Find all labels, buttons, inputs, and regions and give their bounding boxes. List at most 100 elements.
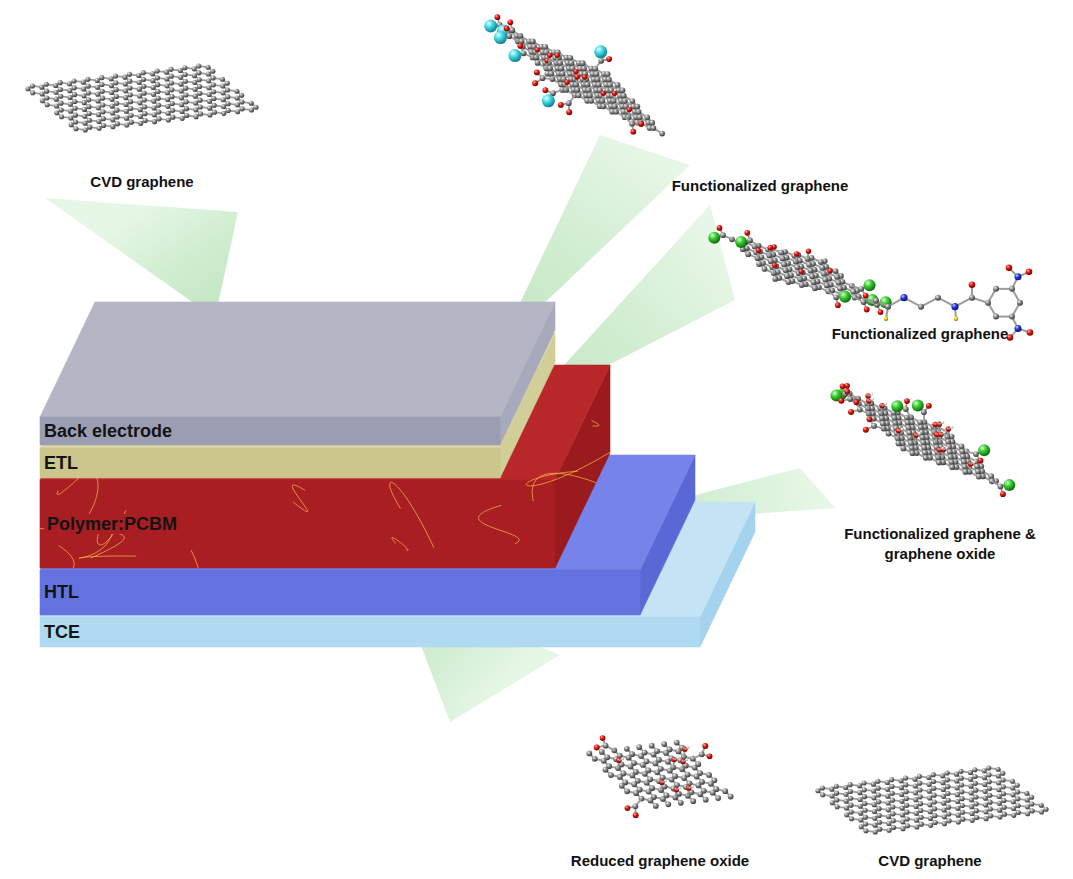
hydrogen-atom bbox=[687, 746, 690, 749]
graphene-sheet bbox=[484, 14, 665, 136]
oxygen-atom bbox=[534, 70, 540, 76]
carbon-atom bbox=[619, 783, 625, 789]
carbon-atom bbox=[637, 114, 643, 120]
carbon-atom bbox=[557, 60, 563, 66]
carbon-atom bbox=[136, 73, 141, 78]
carbon-atom bbox=[601, 758, 607, 764]
carbon-atom bbox=[83, 127, 88, 132]
carbon-atom bbox=[506, 33, 512, 39]
carbon-atom bbox=[40, 91, 45, 96]
carbon-atom bbox=[127, 85, 132, 90]
carbon-atom bbox=[615, 82, 621, 88]
carbon-atom bbox=[164, 83, 169, 88]
oxygen-atom bbox=[672, 757, 677, 762]
carbon-atom bbox=[896, 441, 902, 447]
carbon-atom bbox=[592, 756, 598, 762]
functional-atom bbox=[638, 121, 644, 127]
carbon-atom bbox=[114, 108, 119, 113]
carbon-atom bbox=[193, 100, 198, 105]
hydrogen-atom bbox=[884, 402, 887, 405]
carbon-atom bbox=[184, 106, 189, 111]
oxygen-atom bbox=[866, 398, 871, 403]
carbon-atom bbox=[142, 111, 147, 116]
carbon-atom bbox=[128, 106, 133, 111]
carbon-atom bbox=[690, 798, 696, 804]
carbon-atom bbox=[113, 73, 118, 78]
carbon-atom bbox=[644, 780, 650, 786]
oxygen-atom bbox=[674, 787, 679, 792]
oxygen-atom bbox=[582, 74, 587, 79]
carbon-atom bbox=[68, 102, 73, 107]
carbon-atom bbox=[756, 261, 762, 267]
carbon-atom bbox=[67, 88, 72, 93]
carbon-atom bbox=[197, 91, 202, 96]
carbon-atom bbox=[95, 92, 100, 97]
carbon-atom bbox=[581, 66, 587, 72]
carbon-atom bbox=[593, 71, 599, 77]
hydrogen-atom bbox=[664, 779, 667, 782]
functional-groups bbox=[830, 383, 1015, 497]
functional-atom bbox=[708, 232, 720, 244]
carbon-atom bbox=[836, 280, 842, 286]
carbon-atom bbox=[82, 114, 87, 119]
carbon-atom bbox=[834, 274, 840, 280]
carbon-atom bbox=[585, 82, 591, 88]
carbon-atom bbox=[603, 767, 609, 773]
carbon-atom bbox=[781, 262, 787, 268]
carbon-atom bbox=[166, 117, 171, 122]
oxygen-atom bbox=[630, 129, 636, 135]
carbon-atom bbox=[651, 752, 657, 758]
oxygen-atom bbox=[543, 87, 549, 93]
functional-atom bbox=[978, 444, 990, 456]
carbon-atom bbox=[170, 94, 175, 99]
carbon-atom bbox=[728, 794, 734, 800]
carbon-atom bbox=[44, 82, 49, 87]
carbon-atom bbox=[786, 279, 792, 285]
carbon-atom bbox=[858, 286, 864, 292]
carbon-atom bbox=[681, 775, 687, 781]
carbon-atom bbox=[68, 115, 73, 120]
carbon-atom bbox=[58, 94, 63, 99]
carbon-atom bbox=[784, 273, 790, 279]
carbon-atom bbox=[169, 74, 174, 79]
carbon-atom bbox=[699, 751, 705, 757]
carbon-atom bbox=[909, 445, 915, 451]
carbon-atom bbox=[833, 268, 839, 274]
carbon-atom bbox=[648, 798, 654, 804]
carbon-atom bbox=[100, 89, 105, 94]
carbon-atom bbox=[706, 772, 712, 778]
carbon-atom bbox=[183, 86, 188, 91]
hydrogen-atom bbox=[621, 757, 624, 760]
carbon-atom bbox=[799, 282, 805, 288]
hydrogen-atom bbox=[945, 446, 948, 449]
carbon-atom bbox=[165, 104, 170, 109]
carbon-atom bbox=[626, 755, 632, 761]
carbon-atom bbox=[665, 759, 671, 765]
carbon-atom bbox=[114, 87, 119, 92]
carbon-atom bbox=[669, 777, 675, 783]
oxygen-atom bbox=[495, 14, 501, 20]
hydrogen-atom bbox=[941, 447, 944, 450]
carbon-atom bbox=[880, 421, 886, 427]
carbon-atom bbox=[580, 60, 586, 66]
oxygen-atom bbox=[937, 422, 942, 427]
carbon-atom bbox=[535, 60, 541, 66]
carbon-atom bbox=[54, 103, 59, 108]
carbon-atom bbox=[151, 99, 156, 104]
carbon-atom bbox=[156, 96, 161, 101]
carbon-atom bbox=[128, 92, 133, 97]
carbon-atom bbox=[605, 71, 611, 77]
carbon-atom bbox=[81, 86, 86, 91]
carbon-atom bbox=[206, 78, 211, 83]
carbon-atom bbox=[636, 109, 642, 115]
carbon-atom bbox=[762, 266, 768, 272]
carbon-atom bbox=[920, 440, 926, 446]
carbon-atom bbox=[143, 118, 148, 123]
hydrogen-atom bbox=[871, 398, 874, 401]
carbon-atom bbox=[806, 262, 812, 268]
carbon-atom bbox=[170, 108, 175, 113]
carbon-atom bbox=[193, 94, 198, 99]
carbon-atom bbox=[81, 80, 86, 85]
carbon-atom bbox=[123, 88, 128, 93]
